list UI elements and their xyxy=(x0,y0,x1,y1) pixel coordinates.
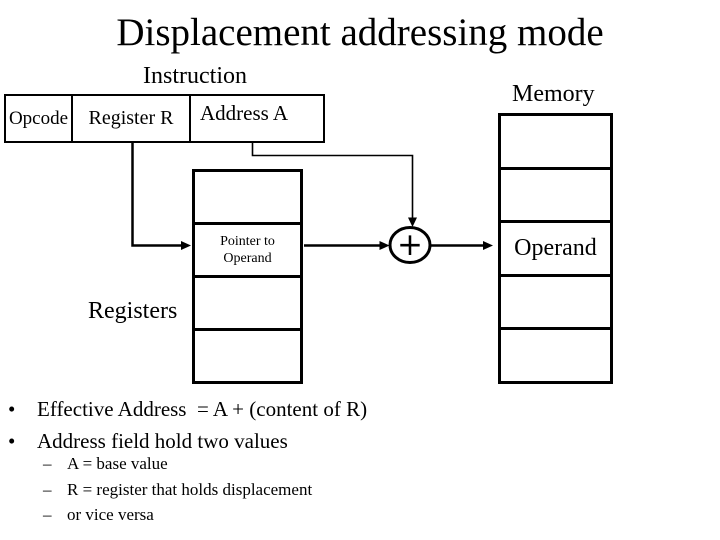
bullet-item: • Address field hold two values xyxy=(8,428,288,454)
sub-bullet-text-vice-versa: or vice versa xyxy=(67,505,154,524)
slide-title: Displacement addressing mode xyxy=(116,11,604,54)
dash-glyph: – xyxy=(43,480,52,499)
instruction-field-address: Address A xyxy=(191,96,323,141)
address-a-label: Address A xyxy=(200,101,289,125)
instruction-field-opcode: Opcode xyxy=(6,96,73,141)
pointer-to-operand-cell: Pointer to Operand xyxy=(195,225,300,278)
arrow-register-to-pointer xyxy=(131,143,182,247)
arrowhead-right-icon xyxy=(483,241,493,250)
memory-column: Operand xyxy=(498,113,613,384)
sub-bullet-item: – or vice versa xyxy=(43,504,154,525)
opcode-label: Opcode xyxy=(8,107,69,129)
instruction-box: Opcode Register R Address A xyxy=(4,94,325,143)
sub-bullet-text-base-value: A = base value xyxy=(67,454,168,473)
bullet-glyph: • xyxy=(8,397,16,421)
memory-cell xyxy=(501,277,610,331)
register-cell xyxy=(195,331,300,381)
dash-glyph: – xyxy=(43,454,52,473)
arrowhead-down-icon xyxy=(408,217,417,227)
registers-column: Pointer to Operand xyxy=(192,169,303,384)
memory-cell xyxy=(501,330,610,381)
bullet-text-effective-address: Effective Address = A + (content of R) xyxy=(37,397,368,421)
sub-bullet-text-register-displacement: R = register that holds displacement xyxy=(67,480,313,499)
arrowhead-right-icon xyxy=(181,241,191,250)
arrowhead-right-icon xyxy=(379,241,390,250)
operand-cell: Operand xyxy=(501,223,610,277)
sub-bullet-item: – A = base value xyxy=(43,453,168,474)
memory-label: Memory xyxy=(512,81,595,107)
registers-label: Registers xyxy=(88,298,178,324)
register-cell xyxy=(195,172,300,225)
operand-label: Operand xyxy=(514,234,597,261)
sub-bullet-item: – R = register that holds displacement xyxy=(43,479,312,500)
memory-cell xyxy=(501,116,610,170)
bullet-glyph: • xyxy=(8,429,16,453)
register-cell xyxy=(195,278,300,331)
register-r-label: Register R xyxy=(88,107,174,129)
plus-adder-symbol: + xyxy=(397,227,423,263)
pointer-to-operand-label: Pointer to Operand xyxy=(220,234,275,266)
bullet-item: • Effective Address = A + (content of R) xyxy=(8,396,367,422)
memory-cell xyxy=(501,170,610,224)
dash-glyph: – xyxy=(43,505,52,524)
bullet-text-address-field: Address field hold two values xyxy=(37,429,288,453)
instruction-field-register: Register R xyxy=(73,96,191,141)
instruction-label: Instruction xyxy=(143,63,247,89)
